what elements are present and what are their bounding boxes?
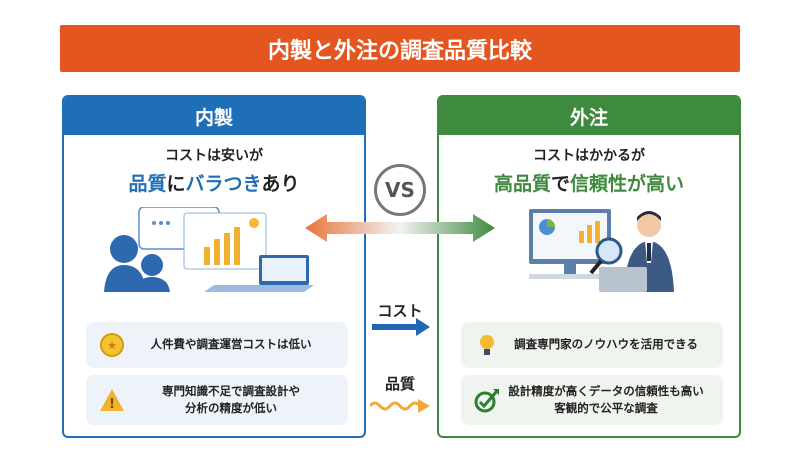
quality-wavy-arrow-icon (370, 399, 430, 413)
card-text-line: 分析の精度が低い (185, 401, 277, 415)
quality-label: 品質 (384, 375, 415, 393)
coin-icon: ★ (98, 331, 126, 359)
inhouse-header: 内製 (64, 97, 364, 135)
card-text-line: 専門知識不足で調査設計や (162, 383, 300, 398)
page-title: 内製と外注の調査品質比較 (60, 25, 740, 72)
lightbulb-icon (473, 331, 501, 359)
outsource-panel: 外注 コストはかかるが 高品質で信頼性が高い 調査専門家のノウハウを活用できる … (437, 95, 741, 438)
inhouse-card-cost: ★ 人件費や調査運営コストは低い (86, 322, 348, 368)
vs-badge: VS (374, 164, 426, 216)
headline-part: で (550, 173, 570, 195)
headline-part: 信頼性が高い (570, 173, 685, 195)
double-arrow-icon (305, 214, 495, 242)
card-text-line: 設計精度が高くデータの信頼性も高い (508, 383, 704, 398)
headline-part: 高品質 (493, 173, 551, 195)
outsource-subtitle: コストはかかるが (533, 148, 645, 164)
warning-icon: ! (98, 386, 126, 414)
cost-label: コスト (377, 302, 423, 320)
headline-part: 品質 (128, 173, 167, 195)
outsource-header: 外注 (439, 97, 739, 135)
team-meeting-illustration (104, 207, 314, 292)
outsource-card-expertise: 調査専門家のノウハウを活用できる (461, 322, 723, 368)
svg-text:★: ★ (107, 339, 117, 352)
headline-part: に (166, 173, 186, 195)
inhouse-subtitle: コストは安いが (165, 148, 263, 164)
analyst-illustration (529, 209, 674, 292)
card-text-line: 客観的で公平な調査 (554, 401, 658, 415)
cost-arrow-icon (372, 318, 430, 336)
headline-part: あり (261, 173, 300, 195)
outsource-headline: 高品質で信頼性が高い (439, 169, 739, 196)
card-text: 調査専門家のノウハウを活用できる (514, 337, 698, 352)
headline-part: バラつき (185, 173, 262, 195)
card-text: 人件費や調査運営コストは低い (150, 337, 312, 352)
inhouse-card-quality: ! 専門知識不足で調査設計や分析の精度が低い (86, 375, 348, 425)
inhouse-headline: 品質にバラつきあり (64, 169, 364, 196)
outsource-card-reliability: 設計精度が高くデータの信頼性も高い客観的で公平な調査 (461, 375, 723, 425)
svg-text:!: ! (109, 397, 115, 412)
check-growth-icon (473, 386, 501, 414)
inhouse-panel: 内製 コストは安いが 品質にバラつきあり ★ 人件費や調査運営コストは低い ! … (62, 95, 366, 438)
